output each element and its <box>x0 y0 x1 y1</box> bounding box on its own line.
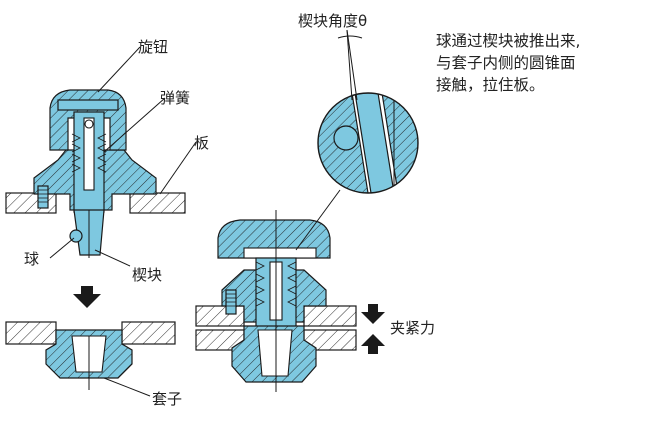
detail-leader <box>295 189 341 251</box>
spring <box>71 133 107 173</box>
plate-bottom-right <box>121 321 176 345</box>
description-line-2: 与套子内侧的圆锥面 <box>436 54 576 72</box>
label-wedge-angle: 楔块角度θ <box>298 12 367 30</box>
description-line-1: 球通过楔块被推出来, <box>436 32 581 50</box>
description-text: 球通过楔块被推出来, 与套子内侧的圆锥面 接触，拉住板。 <box>436 30 658 96</box>
plate-bottom-left <box>5 321 57 345</box>
wedge-angle-indicator <box>337 29 363 101</box>
leader-lines-left <box>49 46 197 267</box>
spring-clamped <box>255 261 297 307</box>
description-line-3: 接触，拉住板。 <box>436 76 545 94</box>
sleeve-assembly <box>5 321 176 390</box>
label-ball: 球 <box>24 250 39 268</box>
detail-view <box>317 92 419 194</box>
label-knob: 旋钮 <box>138 38 168 56</box>
insert-arrow <box>73 286 101 308</box>
screw <box>37 185 49 209</box>
leader-sleeve <box>103 377 151 397</box>
detail-ball <box>333 125 359 151</box>
label-plate: 板 <box>194 134 209 152</box>
label-wedge: 楔块 <box>132 266 162 284</box>
label-spring: 弹簧 <box>160 89 190 107</box>
plunger-assembly-before <box>5 89 186 258</box>
clamp-arrow-up <box>361 334 385 354</box>
plate-top-right <box>129 192 186 214</box>
plunger-assembly-clamped <box>195 210 357 392</box>
label-clamp-force: 夹紧力 <box>390 319 435 337</box>
plate-right-top-right <box>303 305 357 327</box>
clamp-arrow-down <box>361 304 385 324</box>
plate-right-top-left <box>195 305 245 327</box>
label-sleeve: 套子 <box>152 390 182 408</box>
